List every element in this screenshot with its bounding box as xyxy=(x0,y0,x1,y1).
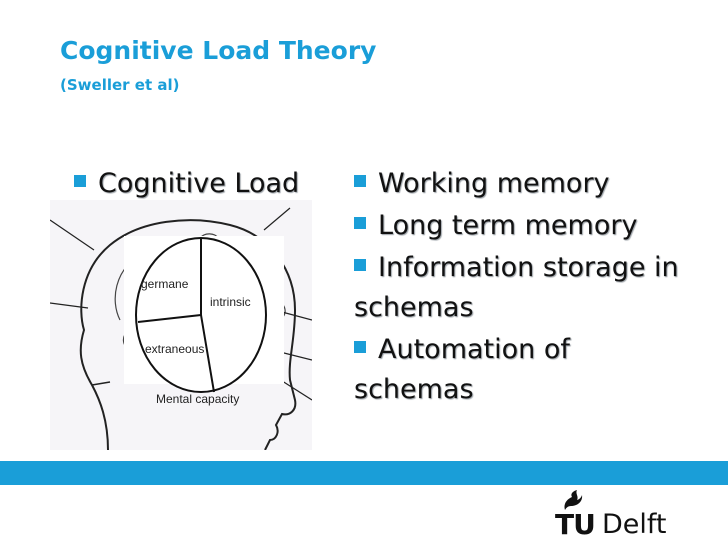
logo-delft-text: Delft xyxy=(602,509,667,540)
bullet-square-icon xyxy=(74,175,86,187)
bullet-square-icon xyxy=(354,259,366,271)
logo-tu-text: TU xyxy=(555,508,596,541)
bullet-square-icon xyxy=(354,175,366,187)
right-bullet-list: Working memory Long term memory Informat… xyxy=(354,164,694,416)
pie-divider-right xyxy=(200,314,215,393)
bullet-square-icon xyxy=(354,217,366,229)
tu-delft-logo: TU Delft xyxy=(555,490,715,541)
bullet-square-icon xyxy=(354,341,366,353)
list-item: Automation of schemas xyxy=(354,334,570,405)
footer-bar xyxy=(0,461,728,485)
head-diagram: germane intrinsic extraneous Mental capa… xyxy=(49,200,313,451)
head-outline xyxy=(79,219,297,451)
list-item: Working memory xyxy=(354,164,694,204)
slide-subtitle: (Sweller et al) xyxy=(60,76,180,94)
slide-title: Cognitive Load Theory xyxy=(60,36,377,65)
list-item: Long term memory xyxy=(354,206,694,246)
extraneous-label: extraneous xyxy=(145,342,205,356)
left-bullet: Cognitive Load xyxy=(74,164,299,204)
germane-label: germane xyxy=(141,277,189,291)
pie-divider-left xyxy=(137,314,202,323)
list-item: Information storage in schemas xyxy=(354,252,679,323)
flame-icon xyxy=(564,490,583,510)
intrinsic-label: intrinsic xyxy=(210,295,251,309)
mental-capacity-caption: Mental capacity xyxy=(156,392,240,406)
left-bullet-label: Cognitive Load xyxy=(98,168,300,199)
